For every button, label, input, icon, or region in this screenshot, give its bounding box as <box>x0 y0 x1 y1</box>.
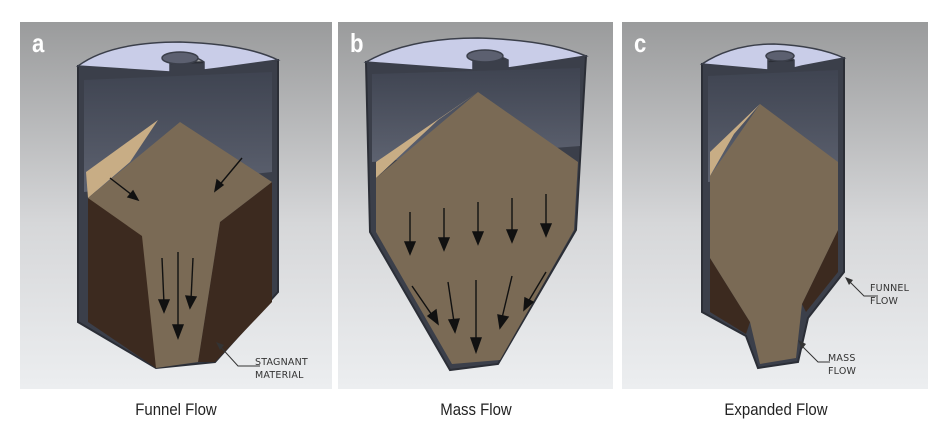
callout-line: MATERIAL <box>255 370 304 381</box>
callout-stagnant-material: STAGNANT MATERIAL <box>255 356 308 382</box>
callout-line: MASS <box>828 353 856 364</box>
expanded-flow-silo-illustration <box>622 22 928 389</box>
panel-letter-b: b <box>350 28 364 58</box>
caption-funnel-flow: Funnel Flow <box>135 400 217 419</box>
panel-funnel-flow: a STAGNANT MATERIAL <box>20 22 332 389</box>
callout-mass-flow: MASS FLOW <box>828 352 856 378</box>
funnel-flow-silo-illustration <box>20 22 332 389</box>
callout-line: STAGNANT <box>255 357 308 368</box>
callout-line: FLOW <box>870 296 899 307</box>
mass-flow-silo-illustration <box>338 22 613 389</box>
caption-mass-flow: Mass Flow <box>440 400 512 419</box>
caption-expanded-flow: Expanded Flow <box>724 400 828 419</box>
panel-expanded-flow: c FUNNEL FLOW MASS FLOW <box>622 22 928 389</box>
panel-letter-c: c <box>634 28 647 58</box>
callout-line: FLOW <box>828 366 857 377</box>
panel-letter-a: a <box>32 28 45 58</box>
callout-funnel-flow: FUNNEL FLOW <box>870 282 909 308</box>
callout-line: FUNNEL <box>870 283 910 294</box>
panel-mass-flow: b <box>338 22 613 389</box>
